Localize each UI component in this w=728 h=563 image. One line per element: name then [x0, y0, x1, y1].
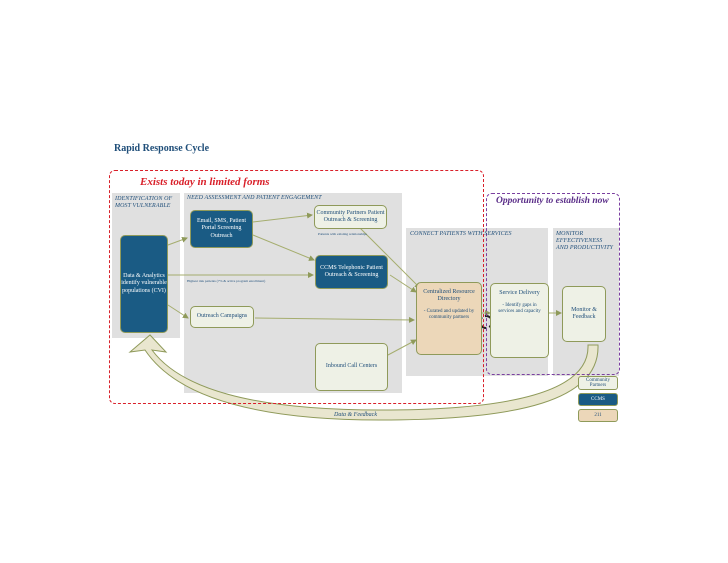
label-monitor: MONITOR EFFECTIVENESS AND PRODUCTIVITY — [556, 231, 614, 251]
data-analytics-box: Data & Analytics identify vulnerable pop… — [120, 235, 168, 333]
label-connect: CONNECT PATIENTS WITH SERVICES — [410, 231, 512, 237]
label-needs: NEED ASSESSMENT AND PATIENT ENGAGEMENT — [187, 195, 322, 201]
inbound-call-centers-box: Inbound Call Centers — [315, 343, 388, 391]
legend-community-partners: Community Partners — [578, 376, 618, 390]
ccms-telephonic-box: CCMS Telephonic Patient Outreach & Scree… — [315, 255, 388, 289]
community-outreach-box: Community Partners Patient Outreach & Sc… — [314, 205, 387, 229]
service-delivery-bullet: - Identify gaps in services and capacity — [498, 303, 541, 315]
arrow-ccms-to-directory — [389, 274, 417, 293]
centralized-directory-box: Centralized Resource Directory - Curated… — [416, 282, 482, 355]
monitor-feedback-box: Monitor & Feedback — [562, 286, 606, 342]
centralized-directory-bullet: - Curated and updated by community partn… — [423, 309, 475, 321]
label-identification: IDENTIFICATION OF MOST VULNERABLE — [115, 196, 173, 209]
exists-today-region — [109, 170, 484, 404]
arrow-data-to-campaigns — [167, 304, 189, 319]
opportunity-label: Opportunity to establish now — [494, 196, 611, 206]
highest-risk-note: Highest risk patients (7% & active progr… — [187, 279, 266, 283]
feedback-arc — [128, 334, 599, 421]
service-delivery-title: Service Delivery — [499, 290, 540, 296]
exists-today-label: Exists today in limited forms — [140, 176, 270, 188]
arrow-campaigns-to-directory — [254, 316, 415, 323]
opportunity-region — [486, 193, 620, 375]
arrow-data-to-email — [167, 236, 188, 246]
arrow-inbound-to-directory — [387, 339, 417, 356]
arrow-community-to-directory — [359, 227, 421, 289]
arrow-email-to-ccms — [252, 234, 315, 261]
service-delivery-box: Service Delivery - Identify gaps in serv… — [490, 283, 549, 358]
community-note: Patients with existing relationships — [318, 232, 367, 236]
arrow-email-to-community — [252, 212, 313, 223]
legend-211: 211 — [578, 409, 618, 422]
data-feedback-label: Data & Feedback — [334, 412, 377, 418]
email-sms-box: Email, SMS, Patient Portal Screening Out… — [190, 210, 253, 248]
outreach-campaigns-box: Outreach Campaigns — [190, 306, 254, 328]
centralized-directory-title: Centralized Resource Directory — [423, 289, 475, 303]
legend-ccms: CCMS — [578, 393, 618, 406]
diagram-title: Rapid Response Cycle — [114, 143, 210, 154]
